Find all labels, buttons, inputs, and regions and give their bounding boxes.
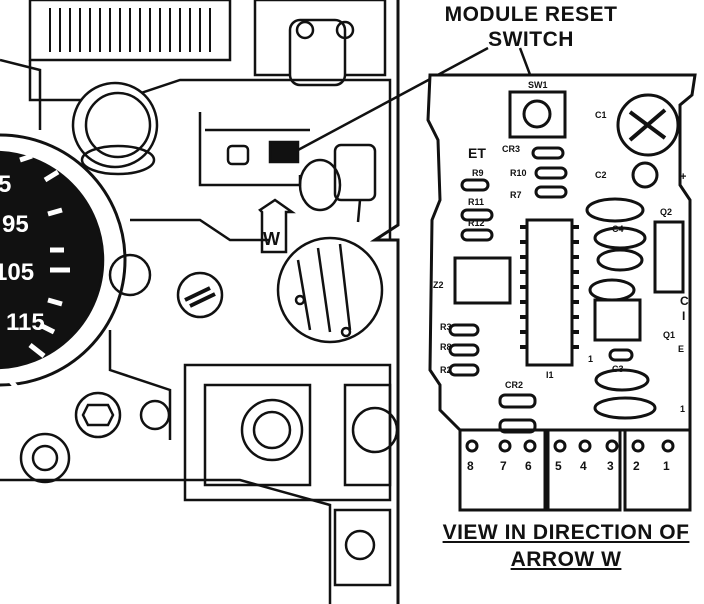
label-r2: R2: [440, 365, 452, 375]
label-r12: R12: [468, 218, 485, 228]
label-sw1: SW1: [528, 80, 548, 90]
label-end-one: 1: [680, 404, 685, 414]
pin-label: 1: [663, 459, 670, 473]
pin-label: 5: [555, 459, 562, 473]
module-reset-switch-label: MODULE RESET SWITCH: [436, 4, 626, 50]
callout-line2: SWITCH: [488, 28, 574, 51]
callout-line1: MODULE RESET: [444, 3, 618, 26]
label-e: E: [678, 344, 684, 354]
label-z2: Z2: [433, 280, 444, 290]
pin-label: 6: [525, 459, 532, 473]
dial-tick-105: 105: [0, 259, 34, 286]
label-r11: R11: [468, 197, 484, 207]
label-r9: R9: [472, 168, 484, 178]
label-c3: C3: [612, 364, 624, 374]
ic-pins: [520, 225, 579, 349]
caption-line2: ARROW W: [510, 548, 622, 571]
label-cr2: CR2: [505, 380, 523, 390]
pin-label: 8: [467, 459, 474, 473]
dial-tick-95: 95: [2, 211, 29, 238]
label-r7: R7: [510, 190, 522, 200]
label-r3: R3: [440, 322, 452, 332]
arrow-w-label: W: [263, 229, 280, 249]
label-plus: +: [680, 171, 686, 183]
label-q2: Q2: [660, 207, 672, 217]
pin-label: 2: [633, 459, 640, 473]
label-r8: R8: [440, 342, 452, 352]
label-q1: Q1: [663, 330, 675, 340]
caption-line1: VIEW IN DIRECTION OF: [442, 521, 690, 544]
pin-label: 3: [607, 459, 614, 473]
module-circuit-board: [426, 73, 697, 512]
label-one-near-ic: 1: [588, 354, 593, 364]
dial-tick-5: 5: [0, 171, 11, 198]
board-labels: SW1 ET C1 C2 + CR3 R10 R9 R7 R11 R12 Z2 …: [433, 80, 689, 414]
label-r10: R10: [510, 168, 527, 178]
label-c2: C2: [595, 170, 607, 180]
pin-label: 7: [500, 459, 507, 473]
pin-label: 4: [580, 459, 587, 473]
dial-tick-115: 115: [6, 309, 45, 336]
label-i1: I1: [546, 370, 554, 380]
cluster-components: [0, 0, 400, 604]
label-c-side: C: [680, 294, 689, 308]
label-c1: C1: [595, 110, 607, 120]
label-c4: C4: [612, 224, 624, 234]
callout-leader-to-module: [297, 46, 489, 152]
view-direction-caption: VIEW IN DIRECTION OF ARROW W: [432, 522, 700, 570]
cluster-rear-view: [0, 0, 392, 387]
edge-pin-numbers: 8 7 6 5 4 3 2 1: [467, 459, 670, 473]
label-et: ET: [468, 145, 486, 161]
speedometer-dial: 5 95 105 115: [0, 153, 70, 394]
label-cr3: CR3: [502, 144, 520, 154]
label-i-side: I: [682, 309, 685, 323]
